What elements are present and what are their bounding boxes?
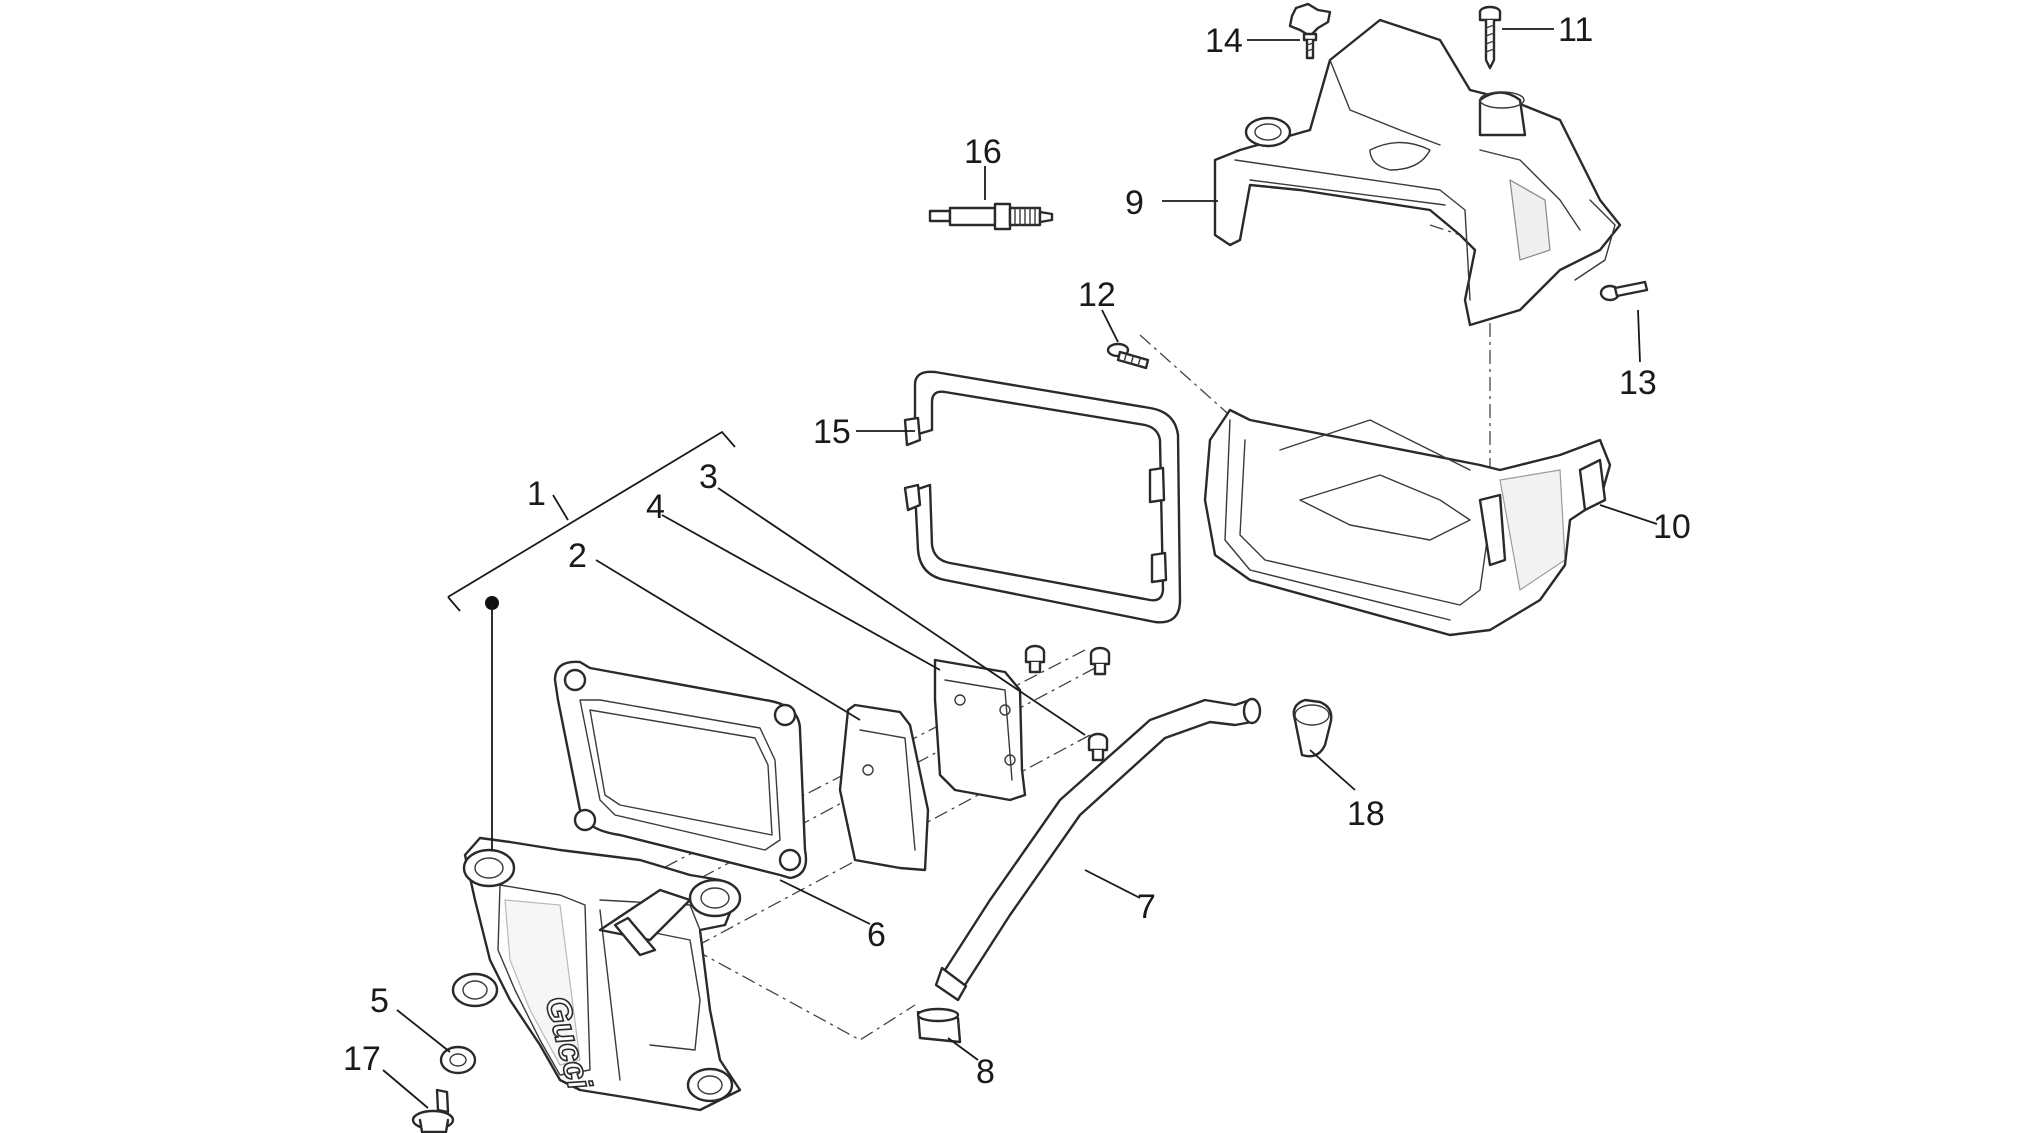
breather-hose xyxy=(934,697,1262,1002)
callout-3: 3 xyxy=(699,458,718,496)
washer xyxy=(439,1045,477,1075)
plate-screws xyxy=(1024,644,1111,762)
callout-14: 14 xyxy=(1205,22,1243,60)
callout-2: 2 xyxy=(568,537,587,575)
screw-12 xyxy=(1106,342,1150,370)
hose-clamp-large xyxy=(1292,698,1333,758)
bolt-13 xyxy=(1599,280,1649,302)
callout-numbers: 1 2 3 4 5 6 7 8 9 10 11 12 13 14 15 16 1… xyxy=(343,11,1691,1091)
callout-1: 1 xyxy=(527,475,546,513)
callout-10: 10 xyxy=(1653,508,1691,546)
star-knob xyxy=(1288,2,1332,60)
leader-lines xyxy=(382,28,1658,1109)
assembly-bracket xyxy=(447,430,736,612)
spark-plug xyxy=(928,202,1054,231)
callout-6: 6 xyxy=(867,916,886,954)
screw-3c xyxy=(1087,732,1109,762)
screw-3b xyxy=(1089,646,1111,676)
lower-housing xyxy=(1203,408,1612,637)
callout-8: 8 xyxy=(976,1053,995,1091)
callout-4: 4 xyxy=(646,488,665,526)
head-gasket xyxy=(553,660,808,880)
callout-7: 7 xyxy=(1137,888,1156,926)
callout-16: 16 xyxy=(964,133,1002,171)
valve-plate xyxy=(933,658,1027,802)
screw-3a xyxy=(1024,644,1046,674)
callout-5: 5 xyxy=(370,982,389,1020)
callout-11: 11 xyxy=(1558,11,1593,49)
flange-bolt xyxy=(411,1088,455,1133)
callout-15: 15 xyxy=(813,413,851,451)
reed-plate xyxy=(838,703,930,872)
callout-12: 12 xyxy=(1078,276,1116,314)
callout-17: 17 xyxy=(343,1040,381,1078)
cover-gasket xyxy=(903,370,1182,624)
upper-cover xyxy=(1213,18,1622,327)
head-cover-assembly: Gucci xyxy=(451,596,742,1112)
hose-clamp-small xyxy=(916,1007,962,1044)
screw-11 xyxy=(1478,5,1502,70)
callout-9: 9 xyxy=(1125,184,1144,222)
callout-18: 18 xyxy=(1347,795,1385,833)
callout-13: 13 xyxy=(1619,364,1657,402)
